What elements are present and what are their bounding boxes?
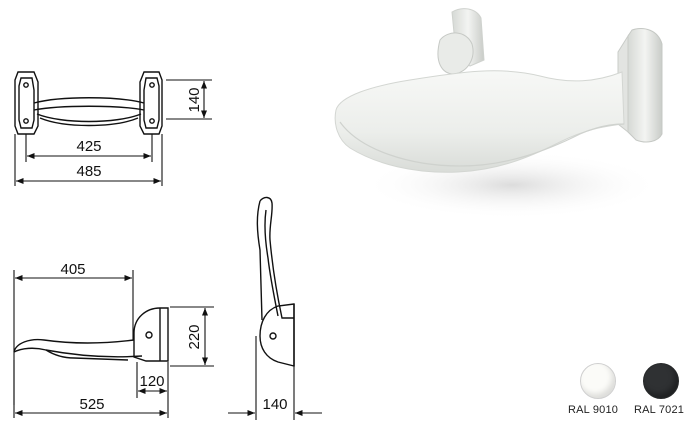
dim-label-mount-offset: 120 xyxy=(139,373,164,390)
dim-label-total-depth: 525 xyxy=(79,396,104,413)
product-photo-seat xyxy=(334,8,663,219)
dim-label-folded-depth: 140 xyxy=(262,396,287,413)
dim-label-depth: 405 xyxy=(60,261,85,278)
dim-label-outer-width: 485 xyxy=(76,163,101,180)
color-label-ral-9010: RAL 9010 xyxy=(568,404,619,416)
color-swatch-ral-9010 xyxy=(580,363,616,399)
dim-label-mount-height: 220 xyxy=(186,324,203,349)
side-view-drawing xyxy=(13,307,169,362)
dim-label-inner-width: 425 xyxy=(76,138,101,155)
color-swatch-ral-7021 xyxy=(643,363,679,399)
folded-view-dimensions xyxy=(228,336,322,420)
folded-view-drawing xyxy=(256,196,295,367)
side-view-dimensions xyxy=(13,270,214,418)
color-label-ral-7021: RAL 7021 xyxy=(634,404,685,416)
top-view-dimensions xyxy=(14,79,212,186)
dim-label-height-top: 140 xyxy=(186,87,203,112)
top-view-drawing xyxy=(14,71,163,135)
